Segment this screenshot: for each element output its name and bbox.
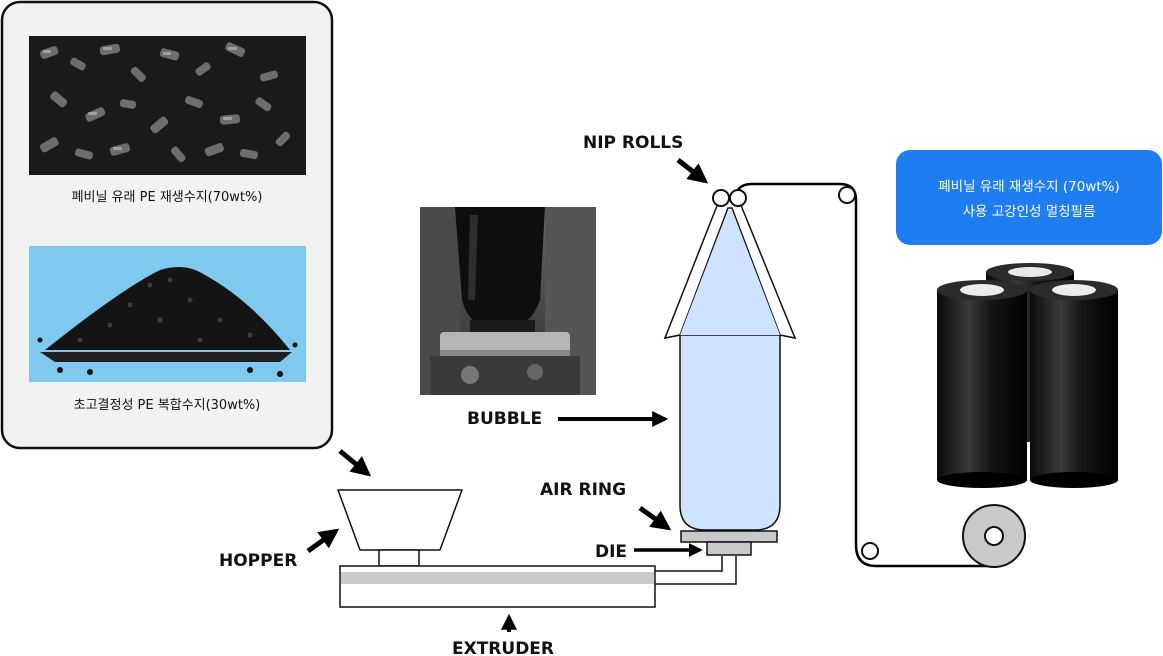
extruder-label: EXTRUDER [452, 639, 554, 656]
nip-roll-left [712, 189, 730, 207]
panel-to-hopper-arrow [338, 449, 372, 477]
mulching-film-rolls-photo [937, 263, 1118, 488]
die-label: DIE [595, 542, 627, 562]
hopper-arrow [306, 528, 340, 554]
crystalline-pe-caption: 초고결정성 PE 복합수지(30wt%) [74, 398, 261, 413]
bubble-label: BUBBLE [467, 409, 542, 429]
nip-roll-right [729, 189, 747, 207]
product-banner: 폐비닐 유래 재생수지 (70wt%) 사용 고강인성 멀칭필름 [896, 150, 1162, 245]
nip-rolls-label: NIP ROLLS [583, 133, 683, 153]
product-line-2: 사용 고강인성 멀칭필름 [963, 204, 1096, 220]
nip-rolls-arrow [676, 158, 709, 184]
hopper-label: HOPPER [219, 551, 297, 571]
film-bubble [663, 197, 797, 531]
product-line-1: 폐비닐 유래 재생수지 (70wt%) [938, 179, 1120, 195]
winder-roll [962, 504, 1026, 568]
air-ring-arrow [638, 505, 672, 531]
blown-film-machine-photo [420, 207, 596, 395]
die [706, 541, 752, 556]
extruder [339, 565, 656, 608]
guide-roll-top [838, 186, 856, 204]
materials-panel: 폐비닐 유래 PE 재생수지(70wt%) 초고결정성 PE 복합수지(30wt… [0, 0, 334, 450]
air-ring [680, 530, 778, 543]
die-feed-pipe [655, 556, 737, 585]
crystalline-pe-pellets-photo [29, 246, 306, 382]
air-ring-label: AIR RING [540, 480, 626, 500]
recycled-pe-pellets-photo [29, 36, 306, 175]
hopper [336, 489, 464, 567]
recycled-pe-caption: 폐비닐 유래 PE 재생수지(70wt%) [72, 190, 263, 205]
guide-roll-bottom [861, 542, 879, 560]
